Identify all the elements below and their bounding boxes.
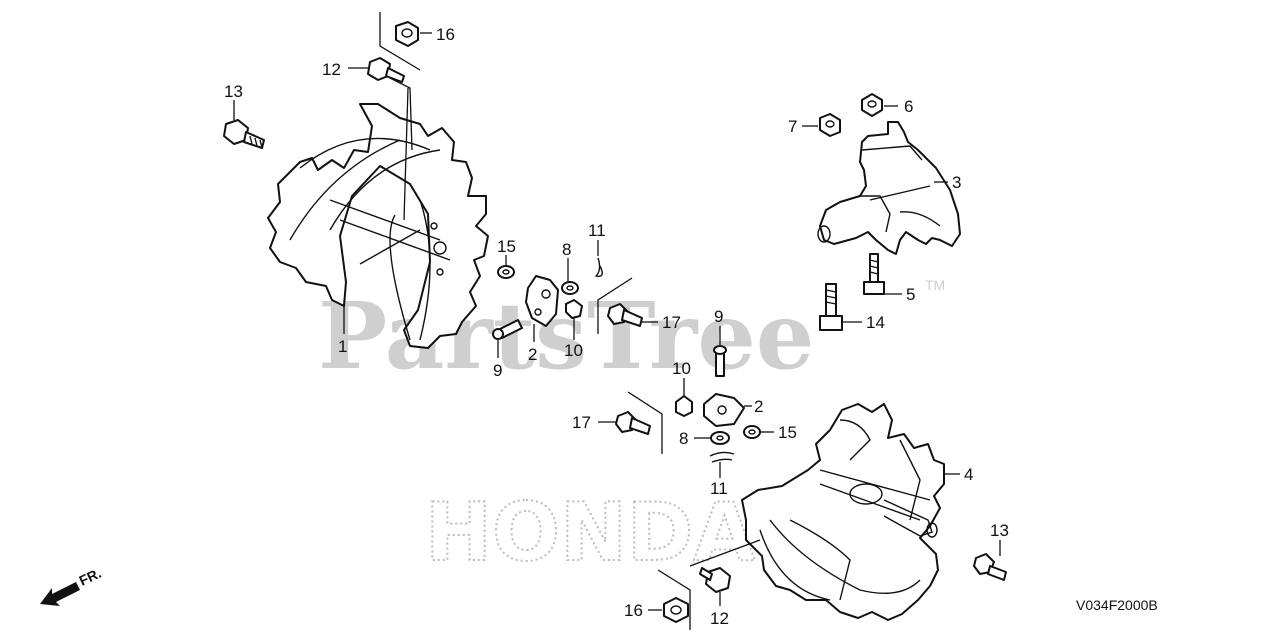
callout-8[interactable]: 8 xyxy=(679,429,688,448)
washer-15-mid[interactable] xyxy=(743,425,761,439)
callout-labels: 16 12 13 1 15 8 11 2 10 9 17 7 6 3 5 14 … xyxy=(224,25,1009,628)
front-direction-arrow-icon xyxy=(40,582,80,606)
callout-6[interactable]: 6 xyxy=(904,97,913,116)
honda-watermark: HONDA xyxy=(425,486,755,579)
callout-14[interactable]: 14 xyxy=(866,313,885,332)
callout-10[interactable]: 10 xyxy=(564,341,583,360)
callout-16[interactable]: 16 xyxy=(436,25,455,44)
callout-9[interactable]: 9 xyxy=(493,361,502,380)
pin-9-mid[interactable] xyxy=(713,345,727,377)
bolt-14[interactable] xyxy=(819,283,843,331)
callout-11[interactable]: 11 xyxy=(710,479,728,498)
flange-nut-6[interactable] xyxy=(861,93,883,117)
assembly-brackets xyxy=(379,12,761,630)
callout-12[interactable]: 12 xyxy=(322,60,341,79)
bolt-12-top[interactable] xyxy=(367,57,405,83)
right-tine-wheel[interactable] xyxy=(741,403,945,621)
pin-9-top[interactable] xyxy=(492,319,523,340)
nut-10-mid[interactable] xyxy=(675,395,693,417)
partstree-watermark: PartsTree xyxy=(318,282,814,390)
callout-17[interactable]: 17 xyxy=(662,313,681,332)
diagram-code: V034F2000B xyxy=(1076,597,1158,613)
callout-8[interactable]: 8 xyxy=(562,240,571,259)
washer-8-mid[interactable] xyxy=(710,431,730,445)
callout-13[interactable]: 13 xyxy=(224,82,243,101)
callout-15[interactable]: 15 xyxy=(497,237,516,256)
callout-16[interactable]: 16 xyxy=(624,601,643,620)
callout-2[interactable]: 2 xyxy=(754,397,763,416)
callout-7[interactable]: 7 xyxy=(788,117,797,136)
callout-2[interactable]: 2 xyxy=(528,345,537,364)
bolt-17-mid[interactable] xyxy=(615,411,651,435)
clip-11-mid[interactable] xyxy=(709,451,735,463)
bolt-12-bottom[interactable] xyxy=(699,567,731,593)
clip-11-top[interactable] xyxy=(594,257,603,277)
callout-10[interactable]: 10 xyxy=(672,359,691,378)
bolt-17-top[interactable] xyxy=(607,303,643,327)
leader-lines xyxy=(233,32,1001,611)
bolt-13-right[interactable] xyxy=(973,553,1007,581)
front-direction-indicator: FR. xyxy=(40,565,104,606)
callout-15[interactable]: 15 xyxy=(778,423,797,442)
callout-1[interactable]: 1 xyxy=(338,337,347,356)
nut-10-top[interactable] xyxy=(565,299,583,319)
callout-3[interactable]: 3 xyxy=(952,173,961,192)
callout-13[interactable]: 13 xyxy=(990,521,1009,540)
callout-12[interactable]: 12 xyxy=(710,609,729,628)
flange-nut-7[interactable] xyxy=(819,113,841,137)
front-label: FR. xyxy=(77,565,104,589)
flange-nut-16-top[interactable] xyxy=(395,21,419,47)
callout-4[interactable]: 4 xyxy=(964,465,973,484)
callout-17[interactable]: 17 xyxy=(572,413,591,432)
upper-hub-bracket[interactable] xyxy=(817,121,961,255)
flange-nut-16-bottom[interactable] xyxy=(663,597,689,623)
left-tine-wheel[interactable] xyxy=(267,103,489,349)
bolt-13-left[interactable] xyxy=(223,119,265,149)
washer-8-top[interactable] xyxy=(561,281,579,295)
callout-11[interactable]: 11 xyxy=(588,221,606,240)
clamp-2-mid[interactable] xyxy=(703,393,745,427)
washer-15-top[interactable] xyxy=(497,265,515,279)
bolt-5[interactable] xyxy=(863,253,885,295)
callout-9[interactable]: 9 xyxy=(714,307,723,326)
trademark-mark: TM xyxy=(925,277,945,293)
callout-5[interactable]: 5 xyxy=(906,285,915,304)
clamp-2-top[interactable] xyxy=(525,275,559,327)
